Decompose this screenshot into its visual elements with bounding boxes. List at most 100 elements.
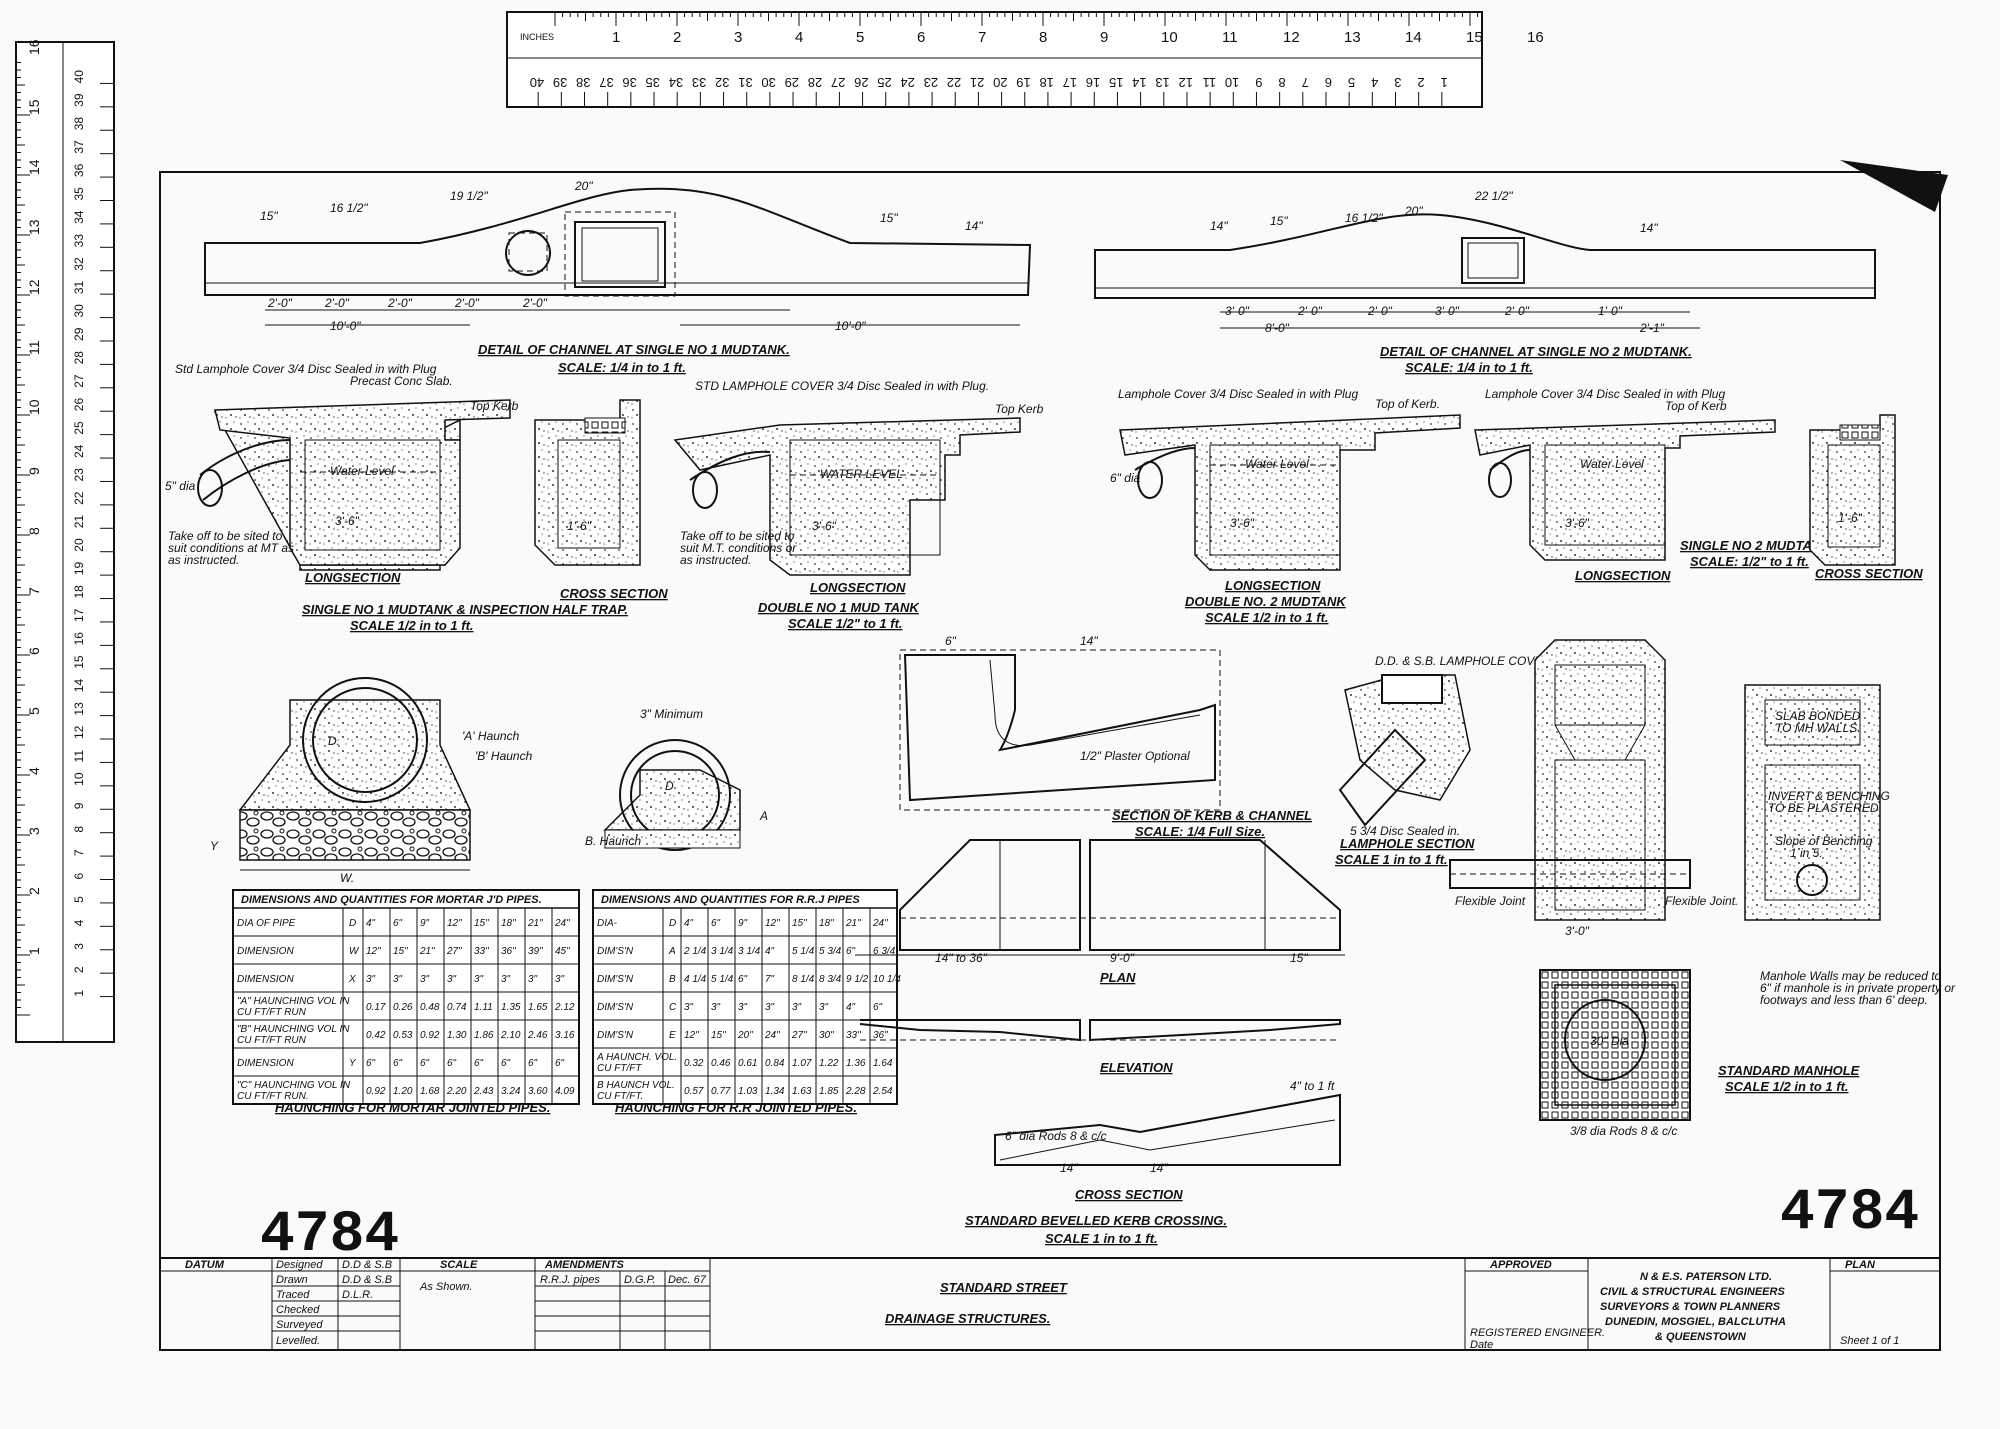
ruler-cm-label: 36: [622, 75, 636, 90]
svg-text:TO MH WALLS.: TO MH WALLS.: [1775, 721, 1861, 735]
ruler-cm-label: 9: [72, 802, 86, 809]
table-cell: 3.60: [528, 1086, 548, 1097]
ruler-cm-label: 18: [72, 585, 86, 599]
ruler-cm-label: 17: [72, 608, 86, 622]
table-cell: 20": [737, 1030, 753, 1041]
ruler-inch-label: 3: [734, 29, 742, 46]
svg-text:6" if manhole is in private pr: 6" if manhole is in private property or: [1760, 981, 1956, 995]
ruler-inch-label: 13: [26, 219, 42, 235]
ruler-cm-label: 24: [900, 75, 914, 90]
ruler-cm-label: 1: [1441, 75, 1448, 90]
svg-text:14": 14": [965, 219, 983, 233]
ruler-cm-label: 33: [692, 75, 706, 90]
ruler-cm-label: 20: [72, 538, 86, 552]
single-no2-cross-section: 1'-6" CROSS SECTION: [1809, 414, 1923, 581]
svg-text:14": 14": [1080, 634, 1098, 648]
table-cell: 12": [684, 1030, 699, 1041]
table-cell: 6": [474, 1058, 484, 1069]
svg-text:1'-0": 1'-0": [1598, 304, 1623, 318]
ruler-cm-label: 10: [72, 772, 86, 786]
table-cell: 0.77: [711, 1086, 731, 1097]
ruler-inch-label: 3: [26, 827, 42, 835]
svg-text:22 1/2": 22 1/2": [1474, 189, 1513, 203]
table-cell: 3": [447, 974, 457, 985]
scale-channel-no1: SCALE: 1/4 in to 1 ft.: [558, 360, 686, 375]
svg-text:Slope of Benching: Slope of Benching: [1775, 834, 1873, 848]
double-no2-longsection: Lamphole Cover 3/4 Disc Sealed in with P…: [1110, 387, 1461, 625]
svg-text:Water Level: Water Level: [1245, 457, 1309, 471]
title-single-no1: SINGLE NO 1 MUDTANK & INSPECTION HALF TR…: [302, 602, 628, 617]
ruler-cm-label: 29: [72, 327, 86, 341]
ruler-inch-label: 5: [26, 707, 42, 715]
label-longsection-2: LONGSECTION: [810, 580, 906, 595]
table-cell: 2.28: [845, 1086, 866, 1097]
tb-drawn-label: Drawn: [276, 1274, 308, 1286]
table-cell: 12": [447, 918, 462, 929]
table-cell: 9": [738, 918, 748, 929]
tb-drawn: D.D & S.B: [342, 1274, 392, 1286]
table-cell: 6": [501, 1058, 511, 1069]
ruler-cm-label: 2: [72, 966, 86, 973]
svg-text:3'-6": 3'-6": [1230, 516, 1255, 530]
table-cell: 6": [393, 1058, 403, 1069]
ruler-cm-label: 20: [993, 75, 1007, 90]
ruler-inch-label: 1: [26, 947, 42, 955]
table-cell: 7": [765, 974, 775, 985]
svg-text:15": 15": [1270, 214, 1288, 228]
ruler-cm-label: 23: [72, 468, 86, 482]
ruler-inch-label: 12: [26, 279, 42, 295]
table-row-label: "C" HAUNCHING VOL IN: [237, 1080, 351, 1091]
table-row-label: CU FT/FT: [597, 1063, 642, 1074]
tb-designed-label: Designed: [276, 1259, 323, 1271]
table-cell: 3": [555, 974, 565, 985]
table-cell: 2.10: [500, 1030, 521, 1041]
ruler-cm-label: 9: [1255, 75, 1262, 90]
ruler-inch-label: 7: [978, 29, 986, 46]
ruler-cm-label: 23: [924, 75, 938, 90]
table-cell: 1.34: [765, 1086, 785, 1097]
table-cell: 8 3/4: [819, 974, 842, 985]
table-row-key: W: [349, 946, 360, 957]
ruler-cm-label: 22: [72, 491, 86, 505]
tb-firm-3: SURVEYORS & TOWN PLANNERS: [1600, 1301, 1781, 1313]
svg-text:2'-0": 2'-0": [267, 296, 293, 310]
svg-text:SLAB BONDED: SLAB BONDED: [1775, 709, 1861, 723]
ruler-cm-label: 3: [72, 943, 86, 950]
table-cell: 3 1/4: [711, 946, 734, 957]
svg-text:4" to 1 ft: 4" to 1 ft: [1290, 1079, 1335, 1093]
ruler-cm-label: 12: [1178, 75, 1192, 90]
tb-engineer-label: REGISTERED ENGINEER.: [1470, 1327, 1605, 1339]
table-cell: 3 1/4: [738, 946, 761, 957]
table-cell: 1.07: [792, 1058, 812, 1069]
svg-text:1 in 5.: 1 in 5.: [1790, 846, 1823, 860]
ruler-cm-label: 5: [1348, 75, 1355, 90]
tb-scale-label: SCALE: [440, 1259, 478, 1271]
tb-title-2: DRAINAGE STRUCTURES.: [885, 1311, 1050, 1326]
table-cell: 21": [527, 918, 543, 929]
channel-detail-no1: 2'-0" 2'-0" 2'-0" 2'-0" 2'-0" 10'-0" 10'…: [204, 179, 1032, 375]
ruler-cm-label: 11: [1203, 75, 1217, 90]
ruler-cm-label: 14: [72, 679, 86, 693]
svg-text:15": 15": [1290, 951, 1308, 965]
drawing-number-right: 4784: [1780, 1181, 1919, 1246]
ruler-cm-label: 37: [72, 140, 86, 154]
ruler-cm-label: 16: [1086, 75, 1100, 90]
table-cell: 2.46: [527, 1030, 548, 1041]
svg-text:W.: W.: [340, 871, 354, 885]
table-cell: 10 1/4: [873, 974, 901, 985]
double-no1-longsection: STD LAMPHOLE COVER 3/4 Disc Sealed in wi…: [673, 379, 1044, 631]
ruler-cm-label: 21: [970, 75, 984, 90]
tb-firm-5: & QUEENSTOWN: [1655, 1331, 1747, 1343]
table-cell: 1.30: [447, 1030, 467, 1041]
table-cell: 9 1/2: [846, 974, 869, 985]
single-no1-cross-section: 1'-6" CROSS SECTION: [534, 399, 668, 601]
ruler-cm-label: 15: [72, 655, 86, 669]
table-cell: 3": [792, 1002, 802, 1013]
tb-amend-2: D.G.P.: [624, 1274, 656, 1286]
svg-text:B. Haunch: B. Haunch: [585, 834, 641, 848]
svg-text:10'-0": 10'-0": [835, 319, 866, 333]
svg-text:3/8 dia Rods 8 & c/c: 3/8 dia Rods 8 & c/c: [1570, 1124, 1677, 1138]
ruler-cm-label: 7: [1302, 75, 1309, 90]
table-cell: 45": [555, 946, 570, 957]
table-cell: 1.64: [873, 1058, 893, 1069]
